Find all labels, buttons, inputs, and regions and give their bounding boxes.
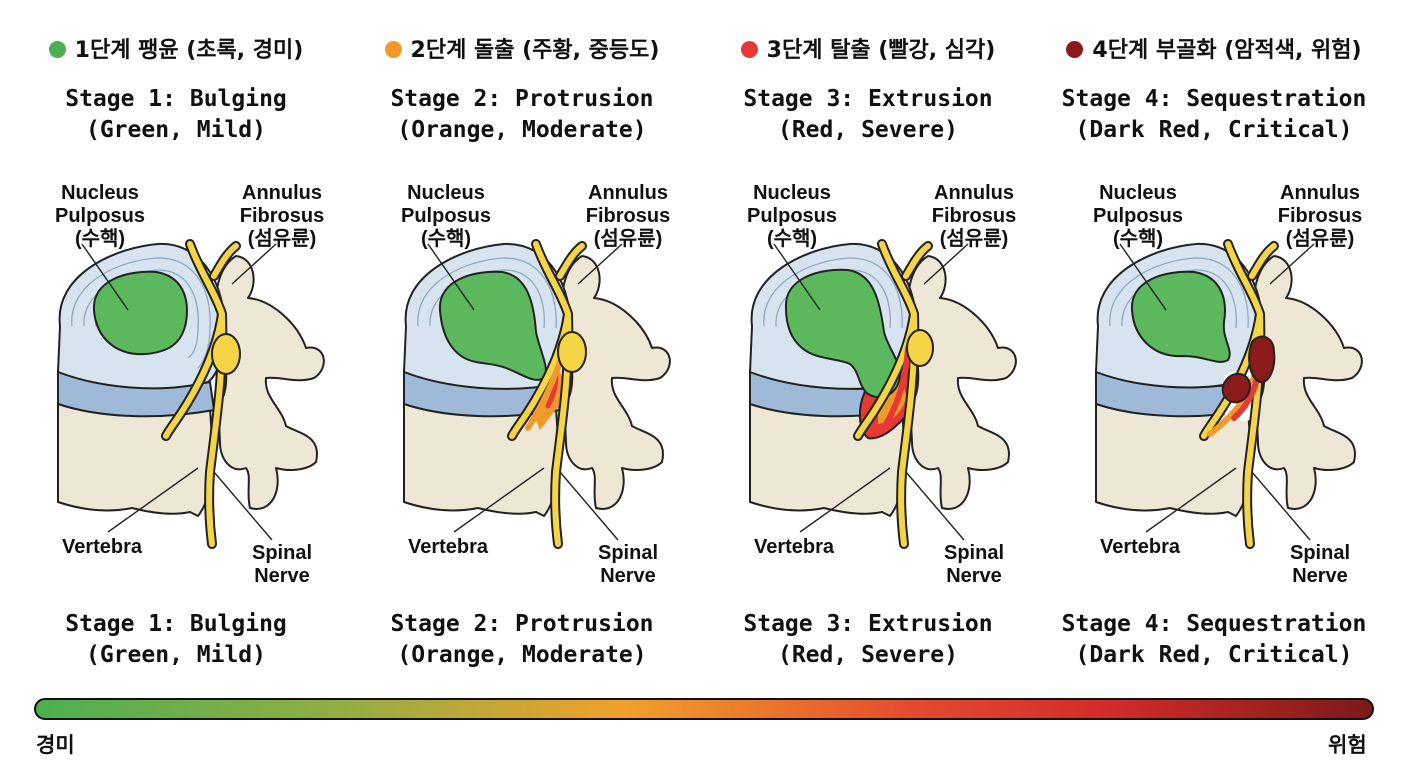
nerve-ganglion xyxy=(211,333,241,375)
vertebra-label: Vertebra xyxy=(1099,536,1181,558)
stage-3-title: Stage 3: Extrusion(Red, Severe) xyxy=(743,86,993,143)
vertebra-label: Vertebra xyxy=(407,536,489,558)
stage-1-title: Stage 1: Bulging(Green, Mild) xyxy=(65,86,287,143)
stage-1-header: 1단계 팽윤 (초록, 경미) xyxy=(0,32,352,64)
sequestered-fragment xyxy=(1221,372,1251,404)
nucleus-pulposus xyxy=(1130,270,1231,363)
severity-dot-icon xyxy=(384,41,402,58)
stage-4-illustration xyxy=(1095,239,1363,549)
vertebra-label: Vertebra xyxy=(61,536,143,558)
stage-3-caption: Stage 3: Extrusion(Red, Severe) xyxy=(743,611,993,668)
vertebral-lamina xyxy=(906,255,1017,510)
stage-1-panel: 1단계 팽윤 (초록, 경미) Stage 1: Bulging(Green, … xyxy=(0,0,352,690)
stage-1-caption: Stage 1: Bulging(Green, Mild) xyxy=(65,611,287,668)
severity-dot-icon xyxy=(740,41,758,58)
stage-3-illustration xyxy=(749,239,1017,549)
stage-4-header: 4단계 부골화 (암적색, 위험) xyxy=(1038,32,1390,64)
severity-dot-icon xyxy=(48,41,66,58)
stage-1-illustration xyxy=(57,239,325,549)
stage-4-caption: Stage 4: Sequestration(Dark Red, Critica… xyxy=(1061,611,1367,668)
stage-3-header: 3단계 탈출 (빨강, 심각) xyxy=(692,32,1044,64)
sequestered-fragment xyxy=(1248,335,1276,384)
stage-2-title: Stage 2: Protrusion(Orange, Moderate) xyxy=(390,86,654,143)
stage-3-panel: 3단계 탈출 (빨강, 심각) Stage 3: Extrusion(Red, … xyxy=(692,0,1044,690)
severity-dot-icon xyxy=(1066,41,1084,58)
stage-4-title: Stage 4: Sequestration(Dark Red, Critica… xyxy=(1061,86,1367,143)
scale-max-label: 위험 xyxy=(1328,733,1367,757)
vertebral-lamina xyxy=(1252,255,1363,510)
vertebral-lamina xyxy=(560,255,671,510)
vertebral-body xyxy=(57,401,215,517)
scale-min-label: 경미 xyxy=(36,733,75,757)
stage-2-header: 2단계 돌출 (주황, 중등도) xyxy=(346,32,698,64)
stage-2-panel: 2단계 돌출 (주황, 중등도) Stage 2: Protrusion(Ora… xyxy=(346,0,698,690)
vertebra-label: Vertebra xyxy=(753,536,835,558)
nerve-ganglion xyxy=(557,331,587,373)
stage-2-illustration xyxy=(403,239,671,549)
severity-gradient-bar xyxy=(34,698,1374,720)
nerve-ganglion xyxy=(906,329,934,367)
stage-4-panel: 4단계 부골화 (암적색, 위험) Stage 4: Sequestration… xyxy=(1038,0,1390,690)
vertebral-lamina xyxy=(214,255,325,510)
nucleus-pulposus xyxy=(92,270,188,356)
stage-2-caption: Stage 2: Protrusion(Orange, Moderate) xyxy=(390,611,654,668)
